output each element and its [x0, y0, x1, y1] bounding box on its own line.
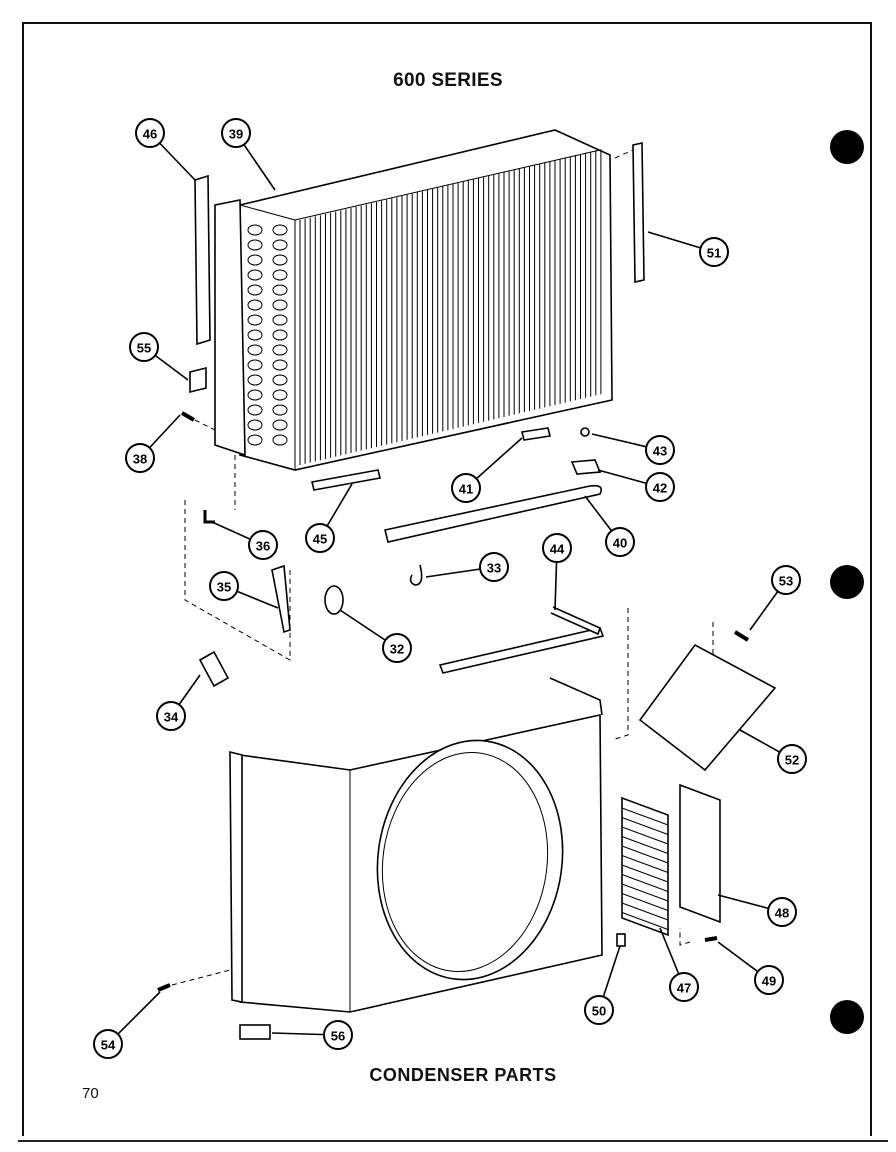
part-41-block [521, 427, 551, 441]
callout-41: 41 [451, 473, 481, 503]
callout-38: 38 [125, 443, 155, 473]
callout-label-43: 43 [653, 444, 667, 459]
bottom-rule [18, 1140, 888, 1142]
part-34-valve [198, 650, 230, 688]
callout-label-41: 41 [459, 482, 473, 497]
condenser-coil [214, 129, 613, 471]
callout-label-39: 39 [229, 127, 243, 142]
callout-49: 49 [754, 965, 784, 995]
callout-53: 53 [771, 565, 801, 595]
diagram-caption: CONDENSER PARTS [369, 1065, 557, 1085]
part-53-screw [733, 630, 750, 642]
callout-label-51: 51 [707, 246, 721, 261]
part-38-screw [180, 411, 196, 422]
callout-52: 52 [777, 744, 807, 774]
callout-50: 50 [584, 995, 614, 1025]
callout-39: 39 [221, 118, 251, 148]
callout-48: 48 [767, 897, 797, 927]
part-42-clip [570, 459, 602, 475]
part-40-tube [384, 484, 603, 543]
part-43-nut [580, 427, 590, 437]
callout-56: 56 [323, 1020, 353, 1050]
callout-label-56: 56 [331, 1029, 345, 1044]
binder-hole-top [830, 130, 864, 164]
part-47-grille [621, 796, 669, 937]
callout-label-55: 55 [137, 341, 151, 356]
callout-label-38: 38 [133, 452, 147, 467]
callout-label-53: 53 [779, 574, 793, 589]
callout-55: 55 [129, 332, 159, 362]
coil-tube-bends [247, 224, 288, 446]
callout-label-42: 42 [653, 481, 667, 496]
callout-label-35: 35 [217, 580, 231, 595]
callout-label-46: 46 [143, 127, 157, 142]
binder-hole-middle [830, 565, 864, 599]
callout-45: 45 [305, 523, 335, 553]
callout-label-36: 36 [256, 539, 270, 554]
part-45-channel [311, 469, 381, 491]
part-46-bracket [194, 174, 211, 346]
part-48-panel [679, 783, 721, 924]
part-32-spring [324, 585, 344, 615]
page-title: 600 SERIES [393, 70, 503, 91]
callout-label-48: 48 [775, 906, 789, 921]
part-51-strip [632, 142, 645, 283]
coil-fins [299, 149, 602, 465]
callout-43: 43 [645, 435, 675, 465]
callout-33: 33 [479, 552, 509, 582]
part-54-screw [157, 983, 171, 992]
callout-46: 46 [135, 118, 165, 148]
callout-40: 40 [605, 527, 635, 557]
callout-label-33: 33 [487, 561, 501, 576]
part-35-probe [271, 564, 291, 634]
callout-36: 36 [248, 530, 278, 560]
callout-label-50: 50 [592, 1004, 606, 1019]
part-36-fitting [203, 510, 215, 524]
part-44-angle [438, 627, 605, 674]
callout-label-44: 44 [550, 542, 565, 557]
callout-42: 42 [645, 472, 675, 502]
page-number: 70 [82, 1085, 99, 1102]
callout-32: 32 [382, 633, 412, 663]
callout-label-47: 47 [677, 981, 691, 996]
part-50-clip [616, 933, 626, 947]
callout-44: 44 [542, 533, 572, 563]
callout-label-34: 34 [164, 710, 179, 725]
part-33-hook [409, 564, 423, 586]
page-frame [22, 22, 872, 1136]
callout-label-32: 32 [390, 642, 404, 657]
callout-51: 51 [699, 237, 729, 267]
callout-34: 34 [156, 701, 186, 731]
callout-label-52: 52 [785, 753, 799, 768]
callout-label-54: 54 [101, 1038, 116, 1053]
part-52-panel [638, 643, 777, 772]
callout-label-45: 45 [313, 532, 327, 547]
callout-35: 35 [209, 571, 239, 601]
binder-hole-bottom [830, 1000, 864, 1034]
part-55-plate [189, 366, 207, 394]
part-49-screw [704, 936, 718, 942]
part-56-bracket [239, 1024, 271, 1040]
callout-54: 54 [93, 1029, 123, 1059]
callout-47: 47 [669, 972, 699, 1002]
fan-shroud [229, 677, 603, 1013]
callout-label-40: 40 [613, 536, 627, 551]
callout-label-49: 49 [762, 974, 776, 989]
